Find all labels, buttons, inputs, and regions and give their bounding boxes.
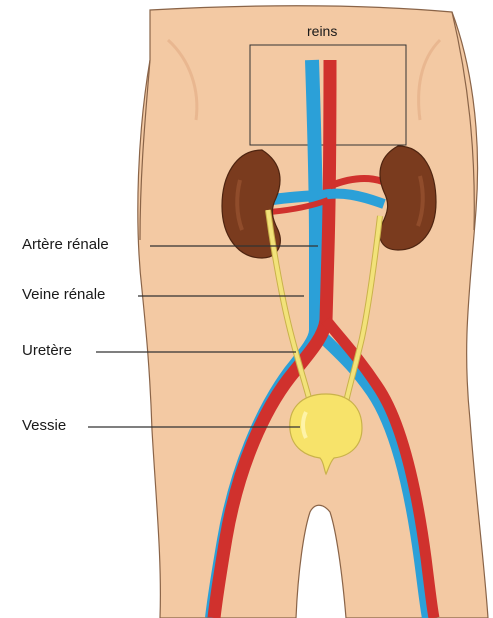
ureter-label: Uretère xyxy=(22,342,72,360)
renal-vein-label: Veine rénale xyxy=(22,286,105,304)
kidneys-label: reins xyxy=(307,22,337,40)
renal-artery-label: Artère rénale xyxy=(22,236,109,254)
bladder-label: Vessie xyxy=(22,417,66,435)
